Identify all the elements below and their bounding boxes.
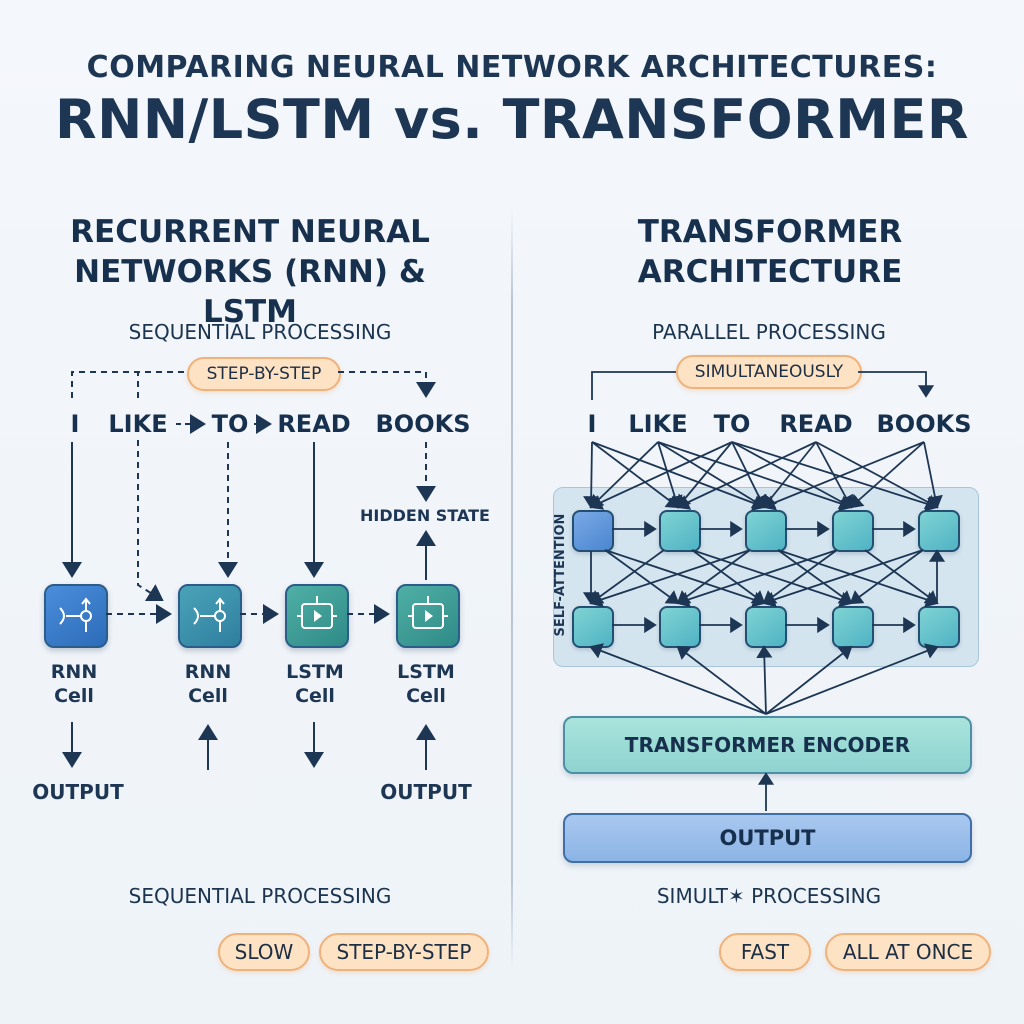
rnn-output-label: OUTPUT xyxy=(32,780,124,804)
lstm-cell-2 xyxy=(396,584,460,648)
hidden-state-label: HIDDEN STATE xyxy=(360,506,490,525)
word-to-node-arrow xyxy=(849,441,925,509)
left-subtitle: SEQUENTIAL PROCESSING xyxy=(128,320,392,344)
word-to-node-arrow xyxy=(762,441,925,511)
right-word-to: TO xyxy=(713,410,751,438)
word-to-node-arrow xyxy=(731,441,853,509)
word-to-node-arrow xyxy=(815,441,939,510)
attention-cross-arrow xyxy=(604,549,680,605)
left-title-line1: RECURRENT NEURAL xyxy=(70,214,430,250)
cell-label-line2: Cell xyxy=(188,685,228,707)
right-word-read: READ xyxy=(779,410,853,438)
right-word-like: LIKE xyxy=(628,410,688,438)
attention-cross-arrow xyxy=(864,549,939,605)
rnn-cell-1-label: RNN Cell xyxy=(34,660,114,708)
attention-cross-arrow xyxy=(589,549,751,608)
cell-label-line1: RNN xyxy=(50,661,98,683)
word-to-node-arrow xyxy=(657,441,683,509)
rnn-cell-1 xyxy=(44,584,108,648)
rnn-cell-2-label: RNN Cell xyxy=(168,660,248,708)
word-to-node-arrow xyxy=(589,441,659,509)
left-mode-pill: STEP-BY-STEP xyxy=(187,357,341,391)
attention-node-top-3 xyxy=(745,510,787,552)
cell-label-line2: Cell xyxy=(406,685,446,707)
cell-label-line2: Cell xyxy=(54,685,94,707)
word-to-node-arrow xyxy=(589,441,733,510)
attention-node-top-4 xyxy=(832,510,874,552)
left-title-line2: NETWORKS (RNN) & LSTM xyxy=(74,254,426,330)
left-footer-label: SEQUENTIAL PROCESSING xyxy=(128,884,392,908)
attention-cross-arrow xyxy=(762,549,924,608)
right-word-i: I xyxy=(587,410,597,438)
rnn-cell-icon xyxy=(193,597,226,632)
word-to-node-arrow xyxy=(657,441,853,512)
lstm-cell-1-label: LSTM Cell xyxy=(275,660,355,708)
rnn-cell-icon xyxy=(59,597,92,632)
lstm-cell-2-label: LSTM Cell xyxy=(386,660,466,708)
encoder-to-node-arrow xyxy=(756,645,773,715)
left-word-i: I xyxy=(70,410,80,438)
attention-cross-arrow xyxy=(849,549,924,605)
left-panel-title: RECURRENT NEURAL NETWORKS (RNN) & LSTM xyxy=(40,212,460,332)
attention-cross-arrow xyxy=(691,549,853,608)
transformer-output-box: OUTPUT xyxy=(563,813,972,863)
right-subtitle: PARALLEL PROCESSING xyxy=(652,320,886,344)
attention-cross-arrow xyxy=(777,549,853,605)
left-word-like: LIKE xyxy=(108,410,168,438)
attention-node-top-1 xyxy=(572,510,614,552)
lstm-cell-icon xyxy=(408,596,448,629)
left-word-read: READ xyxy=(277,410,351,438)
cell-label-line2: Cell xyxy=(295,685,335,707)
word-to-node-arrow xyxy=(923,441,943,509)
panel-divider xyxy=(511,210,513,970)
lstm-cell-icon xyxy=(297,596,337,629)
right-title-line1: TRANSFORMER xyxy=(637,214,903,250)
right-panel-title: TRANSFORMER ARCHITECTURE xyxy=(560,212,980,292)
lstm-output-label: OUTPUT xyxy=(380,780,472,804)
left-word-books: BOOKS xyxy=(375,410,471,438)
encoder-to-node-arrow xyxy=(589,643,767,715)
encoder-to-node-arrow xyxy=(676,645,767,715)
left-word-to: TO xyxy=(211,410,249,438)
transformer-encoder-box: TRANSFORMER ENCODER xyxy=(563,716,972,774)
rnn-cell-2 xyxy=(178,584,242,648)
word-to-node-arrow xyxy=(591,441,680,509)
word-to-node-arrow xyxy=(676,441,817,510)
attention-node-top-2 xyxy=(659,510,701,552)
encoder-to-node-arrow xyxy=(765,645,853,715)
attention-cross-arrow xyxy=(691,549,766,605)
right-word-books: BOOKS xyxy=(876,410,972,438)
header-title-line2: RNN/LSTM vs. TRANSFORMER xyxy=(55,88,969,151)
attention-node-bottom-5 xyxy=(918,606,960,648)
word-to-node-arrow xyxy=(815,441,854,509)
right-badge-all-at-once: ALL AT ONCE xyxy=(825,933,991,971)
word-to-node-arrow xyxy=(657,441,766,509)
right-mode-pill: SIMULTANEOUSLY xyxy=(676,355,862,389)
attention-cross-arrow xyxy=(676,549,838,608)
attention-node-bottom-4 xyxy=(832,606,874,648)
word-to-node-arrow xyxy=(591,441,766,511)
left-badge-slow: SLOW xyxy=(218,933,310,971)
lstm-cell-1 xyxy=(285,584,349,648)
left-flow-arrows xyxy=(62,371,436,770)
right-badge-fast: FAST xyxy=(719,933,811,971)
right-title-line2: ARCHITECTURE xyxy=(637,254,903,290)
header-title-line1: COMPARING NEURAL NETWORK ARCHITECTURES: xyxy=(86,50,938,85)
word-to-node-arrow xyxy=(583,441,600,509)
cell-label-line1: RNN xyxy=(184,661,232,683)
left-badge-step: STEP-BY-STEP xyxy=(319,933,489,971)
attention-cross-arrow xyxy=(604,549,766,608)
cell-label-line1: LSTM xyxy=(286,661,344,683)
cell-label-line1: LSTM xyxy=(397,661,455,683)
attention-cross-arrow xyxy=(777,549,939,608)
right-footer-label: SIMULT✶ PROCESSING xyxy=(656,884,882,908)
encoder-to-node-arrow xyxy=(765,643,939,715)
